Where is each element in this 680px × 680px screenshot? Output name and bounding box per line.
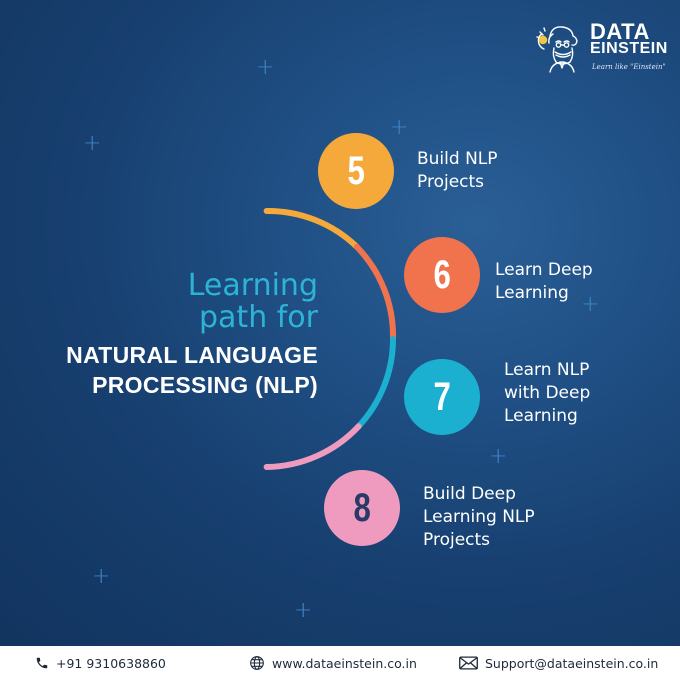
step-number-8-text: 8: [353, 485, 371, 530]
step-number-7: 7: [404, 359, 480, 435]
website-link: www.dataeinstein.co.in: [272, 655, 417, 671]
title-line-4: PROCESSING (NLP): [92, 372, 318, 398]
plus-decoration: +: [489, 444, 508, 469]
plus-decoration: +: [83, 131, 102, 156]
plus-decoration: +: [294, 598, 313, 623]
plus-decoration: +: [92, 564, 111, 589]
plus-decoration: +: [390, 115, 409, 140]
progress-arc: [263, 207, 397, 470]
brand-logo: DATA EINSTEIN Learn like "Einstein": [534, 20, 667, 80]
step-label-6: Learn Deep Learning: [495, 260, 593, 303]
footer-phone[interactable]: +91 9310638860: [35, 646, 166, 680]
step-number-6: 6: [404, 237, 480, 313]
step-number-7-text: 7: [433, 374, 451, 419]
phone-number: +91 9310638860: [56, 655, 166, 671]
title-line-1: Learning: [187, 268, 318, 303]
step-number-5-text: 5: [347, 148, 365, 193]
plus-decoration: +: [581, 292, 600, 317]
step-number-5: 5: [318, 133, 394, 209]
step-number-8: 8: [324, 470, 400, 546]
footer-website[interactable]: www.dataeinstein.co.in: [249, 646, 417, 680]
footer-email[interactable]: Support@dataeinstein.co.in: [459, 646, 658, 680]
brand-name-line2: EINSTEIN: [590, 40, 668, 57]
title-line-3: NATURAL LANGUAGE: [66, 342, 318, 368]
step-number-6-text: 6: [433, 252, 451, 297]
step-label-7: Learn NLP with Deep Learning: [504, 360, 591, 426]
arc-segment-8: [263, 423, 362, 470]
page-title: Learning path for NATURAL LANGUAGE PROCE…: [0, 270, 318, 400]
arc-segment-5: [263, 207, 360, 250]
arc-segment-7: [355, 336, 396, 430]
arc-segment-6: [353, 243, 397, 342]
einstein-lightbulb-icon: [536, 26, 578, 73]
step-label-8: Build Deep Learning NLP Projects: [423, 484, 535, 550]
brand-name-line1: DATA: [590, 19, 650, 44]
plus-decoration: +: [256, 55, 275, 80]
step-label-5: Build NLP Projects: [417, 149, 498, 192]
contact-footer: +91 9310638860 www.dataeinstein.co.in Su…: [0, 646, 680, 680]
title-line-2: path for: [199, 300, 318, 335]
mail-icon: [459, 656, 478, 670]
brand-name: DATA EINSTEIN: [590, 19, 668, 57]
infographic-canvas: + + + + + + + DATA: [0, 0, 680, 646]
brand-tagline: Learn like "Einstein": [592, 63, 666, 71]
email-address: Support@dataeinstein.co.in: [485, 655, 659, 671]
globe-icon: [250, 656, 264, 670]
phone-icon: [36, 657, 48, 669]
